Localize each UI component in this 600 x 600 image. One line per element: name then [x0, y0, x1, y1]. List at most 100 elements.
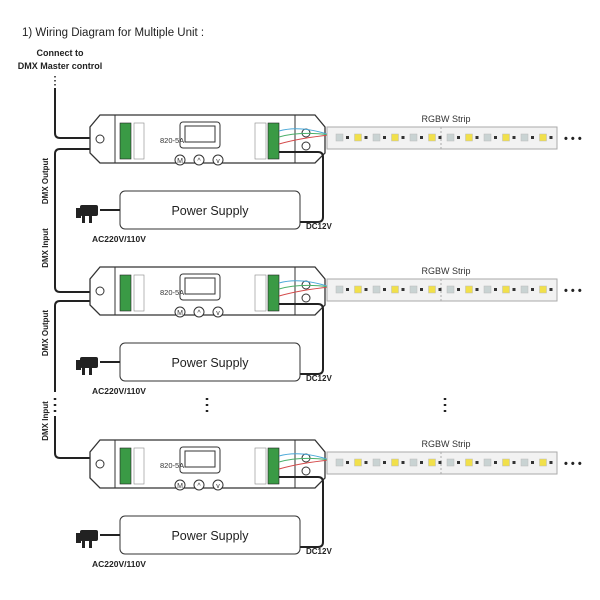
dc-wire: [279, 151, 324, 223]
button-mode[interactable]: [174, 306, 186, 318]
led-chip: [354, 133, 362, 142]
button-up[interactable]: [193, 154, 205, 166]
dc-label: DC12V: [306, 222, 332, 231]
led-chip: [465, 458, 473, 467]
led-chip: [409, 285, 418, 294]
led-chip: [409, 458, 418, 467]
led-chip: [391, 458, 399, 467]
button-label: M: [177, 310, 183, 317]
led-chip: [428, 133, 436, 142]
more-strips-dots: • • •: [564, 285, 582, 297]
led-chip: [391, 285, 399, 294]
power-plug-icon: [76, 530, 98, 548]
controller-unit: [89, 114, 326, 164]
led-chip: [354, 458, 362, 467]
led-chip: [539, 285, 547, 294]
output-terminal-block: [267, 122, 280, 160]
model-label: 820-5A: [160, 461, 184, 470]
diagram-title: 1) Wiring Diagram for Multiple Unit :: [22, 27, 205, 39]
ac-label: AC220V/110V: [92, 386, 146, 396]
button-label: v: [216, 483, 220, 490]
button-up[interactable]: [193, 479, 205, 491]
led-chip: [539, 458, 547, 467]
led-chip: [502, 458, 510, 467]
dmx-output-wire: [54, 148, 105, 293]
dc-label: DC12V: [306, 547, 332, 556]
dmx-input-label: DMX Input: [41, 401, 50, 441]
button-label: M: [177, 483, 183, 490]
led-chip: [446, 285, 455, 294]
button-label: v: [216, 310, 220, 317]
led-chip: [372, 133, 381, 142]
led-chip: [409, 133, 418, 142]
master-label-2: DMX Master control: [18, 61, 103, 71]
power-plug-icon: [76, 357, 98, 375]
strip-label: RGBW Strip: [421, 114, 470, 124]
dmx-output-label: DMX Output: [41, 158, 50, 205]
input-terminal-block: [119, 274, 132, 312]
led-chip: [446, 133, 455, 142]
led-chip: [465, 133, 473, 142]
rgbw-strip: [326, 278, 558, 302]
power-supply-label: Power Supply: [171, 204, 249, 218]
more-strips-dots: • • •: [564, 133, 582, 145]
dmx-output-wire: [54, 300, 105, 392]
output-terminal-block: [267, 274, 280, 312]
led-chip: [502, 285, 510, 294]
power-plug-icon: [76, 205, 98, 223]
dmx-input-wire: [54, 88, 105, 139]
led-chip: [335, 285, 344, 294]
dc-wire: [279, 476, 324, 548]
button-down[interactable]: [212, 306, 224, 318]
input-terminal-block: [119, 447, 132, 485]
ac-label: AC220V/110V: [92, 559, 146, 569]
led-chip: [539, 133, 547, 142]
dmx-input-label: DMX Input: [41, 228, 50, 268]
more-strips-dots: • • •: [564, 458, 582, 470]
dmx-output-label: DMX Output: [41, 310, 50, 357]
led-chip: [446, 458, 455, 467]
dc-wire: [279, 303, 324, 375]
rgbw-strip: [326, 451, 558, 475]
input-terminal-block: [119, 122, 132, 160]
strip-label: RGBW Strip: [421, 266, 470, 276]
led-chip: [428, 285, 436, 294]
power-supply-label: Power Supply: [171, 356, 249, 370]
led-chip: [372, 458, 381, 467]
power-supply-label: Power Supply: [171, 529, 249, 543]
model-label: 820-5A: [160, 136, 184, 145]
strip-label: RGBW Strip: [421, 439, 470, 449]
led-chip: [520, 458, 529, 467]
button-mode[interactable]: [174, 154, 186, 166]
controller-unit: [89, 439, 326, 489]
led-chip: [520, 285, 529, 294]
led-chip: [483, 133, 492, 142]
dmx-wire: [54, 416, 105, 459]
button-mode[interactable]: [174, 479, 186, 491]
led-chip: [502, 133, 510, 142]
master-label-1: Connect to: [37, 48, 84, 58]
button-label: ^: [197, 483, 201, 490]
led-chip: [391, 133, 399, 142]
ac-label: AC220V/110V: [92, 234, 146, 244]
controller-unit: [89, 266, 326, 316]
led-chip: [372, 285, 381, 294]
model-label: 820-5A: [160, 288, 184, 297]
button-down[interactable]: [212, 154, 224, 166]
led-chip: [483, 458, 492, 467]
output-terminal-block: [267, 447, 280, 485]
button-label: M: [177, 158, 183, 165]
button-label: ^: [197, 310, 201, 317]
led-chip: [520, 133, 529, 142]
led-chip: [428, 458, 436, 467]
rgbw-strip: [326, 126, 558, 150]
led-chip: [335, 133, 344, 142]
button-down[interactable]: [212, 479, 224, 491]
button-up[interactable]: [193, 306, 205, 318]
dc-label: DC12V: [306, 374, 332, 383]
led-chip: [465, 285, 473, 294]
led-chip: [335, 458, 344, 467]
button-label: v: [216, 158, 220, 165]
button-label: ^: [197, 158, 201, 165]
